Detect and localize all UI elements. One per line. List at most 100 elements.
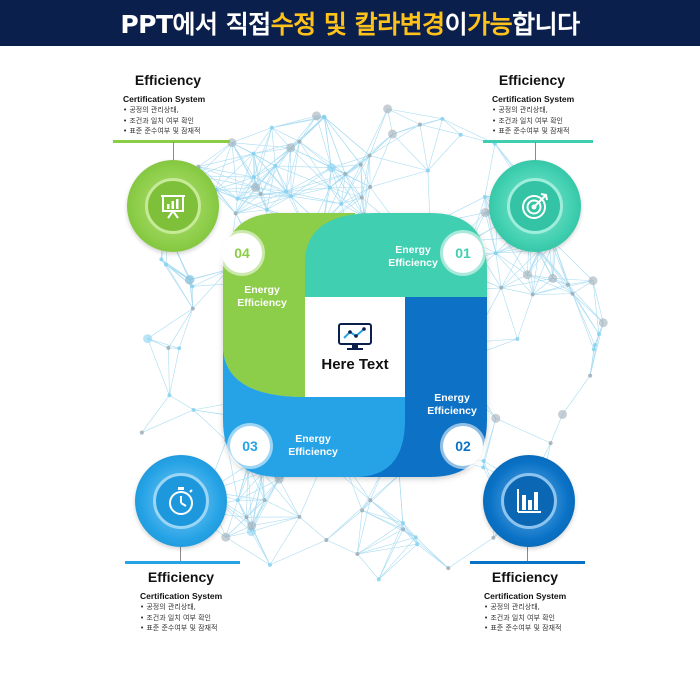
network-edge xyxy=(253,153,268,210)
network-edge xyxy=(226,440,239,501)
banner-highlight-1: 수정 및 칼라변경 xyxy=(270,10,445,39)
network-edge xyxy=(299,141,332,168)
network-edge xyxy=(323,116,346,174)
network-edge xyxy=(178,308,194,349)
network-node xyxy=(482,194,487,199)
bar-chart-icon xyxy=(517,489,541,513)
network-edge xyxy=(532,293,573,295)
network-edge xyxy=(392,118,443,135)
list-item: 공정의 관리상태, xyxy=(484,602,620,613)
segment-04-number: 04 xyxy=(222,233,262,273)
network-edge xyxy=(532,280,594,295)
network-edge xyxy=(442,118,461,135)
network-edge xyxy=(495,253,502,288)
network-edge xyxy=(255,187,292,197)
network-node xyxy=(367,153,372,158)
network-edge xyxy=(251,516,300,532)
network-node xyxy=(481,459,486,464)
network-edge xyxy=(253,147,291,154)
network-node xyxy=(185,274,195,284)
corner-subtitle: Certification System xyxy=(492,94,575,104)
network-edge xyxy=(251,478,280,532)
network-node xyxy=(368,184,373,189)
network-node xyxy=(273,163,278,168)
network-edge xyxy=(290,147,330,188)
network-node xyxy=(368,498,373,503)
network-edge xyxy=(532,250,540,295)
network-node xyxy=(297,514,302,519)
network-node xyxy=(267,562,272,567)
network-edge xyxy=(299,141,346,175)
network-node xyxy=(251,182,261,192)
network-node xyxy=(481,465,486,470)
network-edge xyxy=(247,465,252,526)
network-edge xyxy=(275,141,300,167)
list-item: 공정의 관리상태, xyxy=(140,602,276,613)
network-node xyxy=(139,430,144,435)
segment-02-number: 02 xyxy=(443,426,483,466)
list-item: 조건과 일치 여부 확인 xyxy=(492,116,627,127)
network-edge xyxy=(285,191,342,205)
network-edge xyxy=(290,147,292,197)
network-node xyxy=(343,171,348,176)
network-edge xyxy=(402,522,416,538)
network-edge xyxy=(370,499,416,538)
network-edge xyxy=(427,134,461,171)
network-edge xyxy=(253,127,273,154)
network-edge xyxy=(198,153,254,167)
network-edge xyxy=(419,124,461,136)
corner-top-right-connector xyxy=(535,142,536,162)
network-node xyxy=(269,125,274,130)
network-edge xyxy=(193,409,227,441)
network-edge xyxy=(323,116,370,156)
network-node xyxy=(596,332,601,337)
network-edge xyxy=(392,133,429,171)
network-edge xyxy=(361,474,400,511)
list-item: 조건과 일치 여부 확인 xyxy=(123,116,263,127)
network-node xyxy=(493,251,498,256)
network-edge xyxy=(192,269,229,287)
network-node xyxy=(376,577,381,582)
network-edge xyxy=(275,165,332,168)
network-edge xyxy=(269,516,300,566)
list-item: 조건과 일치 여부 확인 xyxy=(140,613,276,624)
network-edge xyxy=(285,187,330,192)
network-edge xyxy=(419,124,429,171)
network-node xyxy=(491,413,501,423)
network-edge xyxy=(169,348,180,396)
network-node xyxy=(233,211,238,216)
corner-top-right-line xyxy=(483,140,593,143)
network-node xyxy=(235,498,240,503)
network-edge xyxy=(357,553,379,580)
network-edge xyxy=(331,167,342,204)
network-edge xyxy=(331,155,370,168)
network-edge xyxy=(285,167,332,192)
network-edge xyxy=(363,155,370,217)
corner-top-right: Efficiency Certification System 공정의 관리상태… xyxy=(437,72,627,137)
network-edge xyxy=(237,193,261,200)
network-edge xyxy=(402,529,449,569)
network-node xyxy=(491,535,496,540)
network-edge xyxy=(553,241,569,285)
network-edge xyxy=(271,115,317,128)
stopwatch-icon xyxy=(169,487,193,515)
network-node xyxy=(566,282,571,287)
network-edge xyxy=(246,472,264,518)
network-edge xyxy=(398,474,404,530)
network-node xyxy=(358,162,363,167)
network-edge xyxy=(495,252,533,295)
network-edge xyxy=(237,478,280,501)
network-edge xyxy=(402,529,418,545)
network-edge xyxy=(262,472,300,518)
network-edge xyxy=(572,293,595,350)
network-edge xyxy=(235,209,267,214)
network-node xyxy=(258,192,263,197)
list-item: 공정의 관리상태, xyxy=(492,105,627,116)
network-edge xyxy=(363,186,371,217)
network-edge xyxy=(572,293,596,346)
network-edge xyxy=(231,142,256,188)
corner-top-left-line xyxy=(113,140,230,143)
network-edge xyxy=(235,193,261,214)
network-node xyxy=(425,168,430,173)
